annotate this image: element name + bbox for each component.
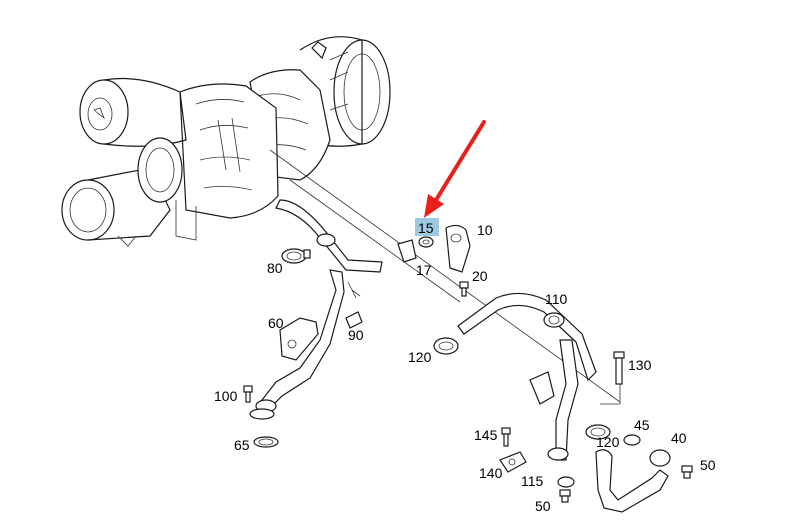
clamp-110[interactable]	[543, 312, 565, 328]
callout-145[interactable]: 145	[474, 427, 498, 443]
turbocharger[interactable]	[61, 36, 391, 247]
seal-ring-115[interactable]	[557, 476, 575, 488]
bracket-60[interactable]	[279, 317, 319, 361]
callout-40[interactable]: 40	[671, 430, 687, 446]
highlight-box	[415, 218, 439, 236]
callout-45[interactable]: 45	[634, 417, 650, 433]
seal-ring-45[interactable]	[623, 434, 641, 446]
banjo-fitting-left	[249, 399, 277, 420]
bolt-130[interactable]	[613, 351, 625, 385]
clamp-upper	[316, 233, 336, 247]
bolt-145[interactable]	[501, 427, 511, 447]
clamp-120-right[interactable]	[585, 424, 611, 440]
callout-60[interactable]: 60	[268, 315, 284, 331]
callout-130[interactable]: 130	[628, 357, 652, 373]
clamp-80[interactable]	[281, 248, 311, 264]
seal-ring-65[interactable]	[253, 436, 279, 448]
callout-17[interactable]: 17	[416, 262, 432, 278]
coolant-line-left[interactable]	[261, 199, 383, 411]
bolt-100[interactable]	[243, 385, 253, 403]
callout-100[interactable]: 100	[214, 388, 238, 404]
clip-17[interactable]	[397, 239, 417, 263]
bolt-50-right[interactable]	[681, 465, 693, 479]
hose-40[interactable]	[595, 449, 671, 513]
connector-10[interactable]	[445, 224, 471, 273]
callout-80[interactable]: 80	[267, 260, 283, 276]
bolt-20[interactable]	[459, 281, 469, 297]
callout-labels: 15 10 17 20 80 60 90 110 120 130 100 65 …	[214, 220, 716, 514]
callout-65[interactable]: 65	[234, 437, 250, 453]
callout-50-right[interactable]: 50	[700, 457, 716, 473]
seal-ring-15[interactable]	[418, 236, 434, 248]
callout-10[interactable]: 10	[477, 222, 493, 238]
indicator-arrow	[424, 120, 486, 218]
callout-140[interactable]: 140	[479, 465, 503, 481]
callout-90[interactable]: 90	[348, 327, 364, 343]
callout-20[interactable]: 20	[472, 268, 488, 284]
callout-110[interactable]: 110	[545, 291, 568, 307]
clamp-120-left[interactable]	[433, 337, 459, 355]
callout-115[interactable]: 115	[521, 473, 544, 489]
bolt-50-left[interactable]	[559, 489, 571, 503]
callout-120-left[interactable]: 120	[408, 349, 432, 365]
callout-15[interactable]: 15	[418, 220, 434, 236]
callout-50-left[interactable]: 50	[535, 498, 551, 514]
clip-90[interactable]	[345, 311, 363, 329]
callout-120-right[interactable]: 120	[596, 434, 620, 450]
bracket-140[interactable]	[499, 451, 527, 473]
